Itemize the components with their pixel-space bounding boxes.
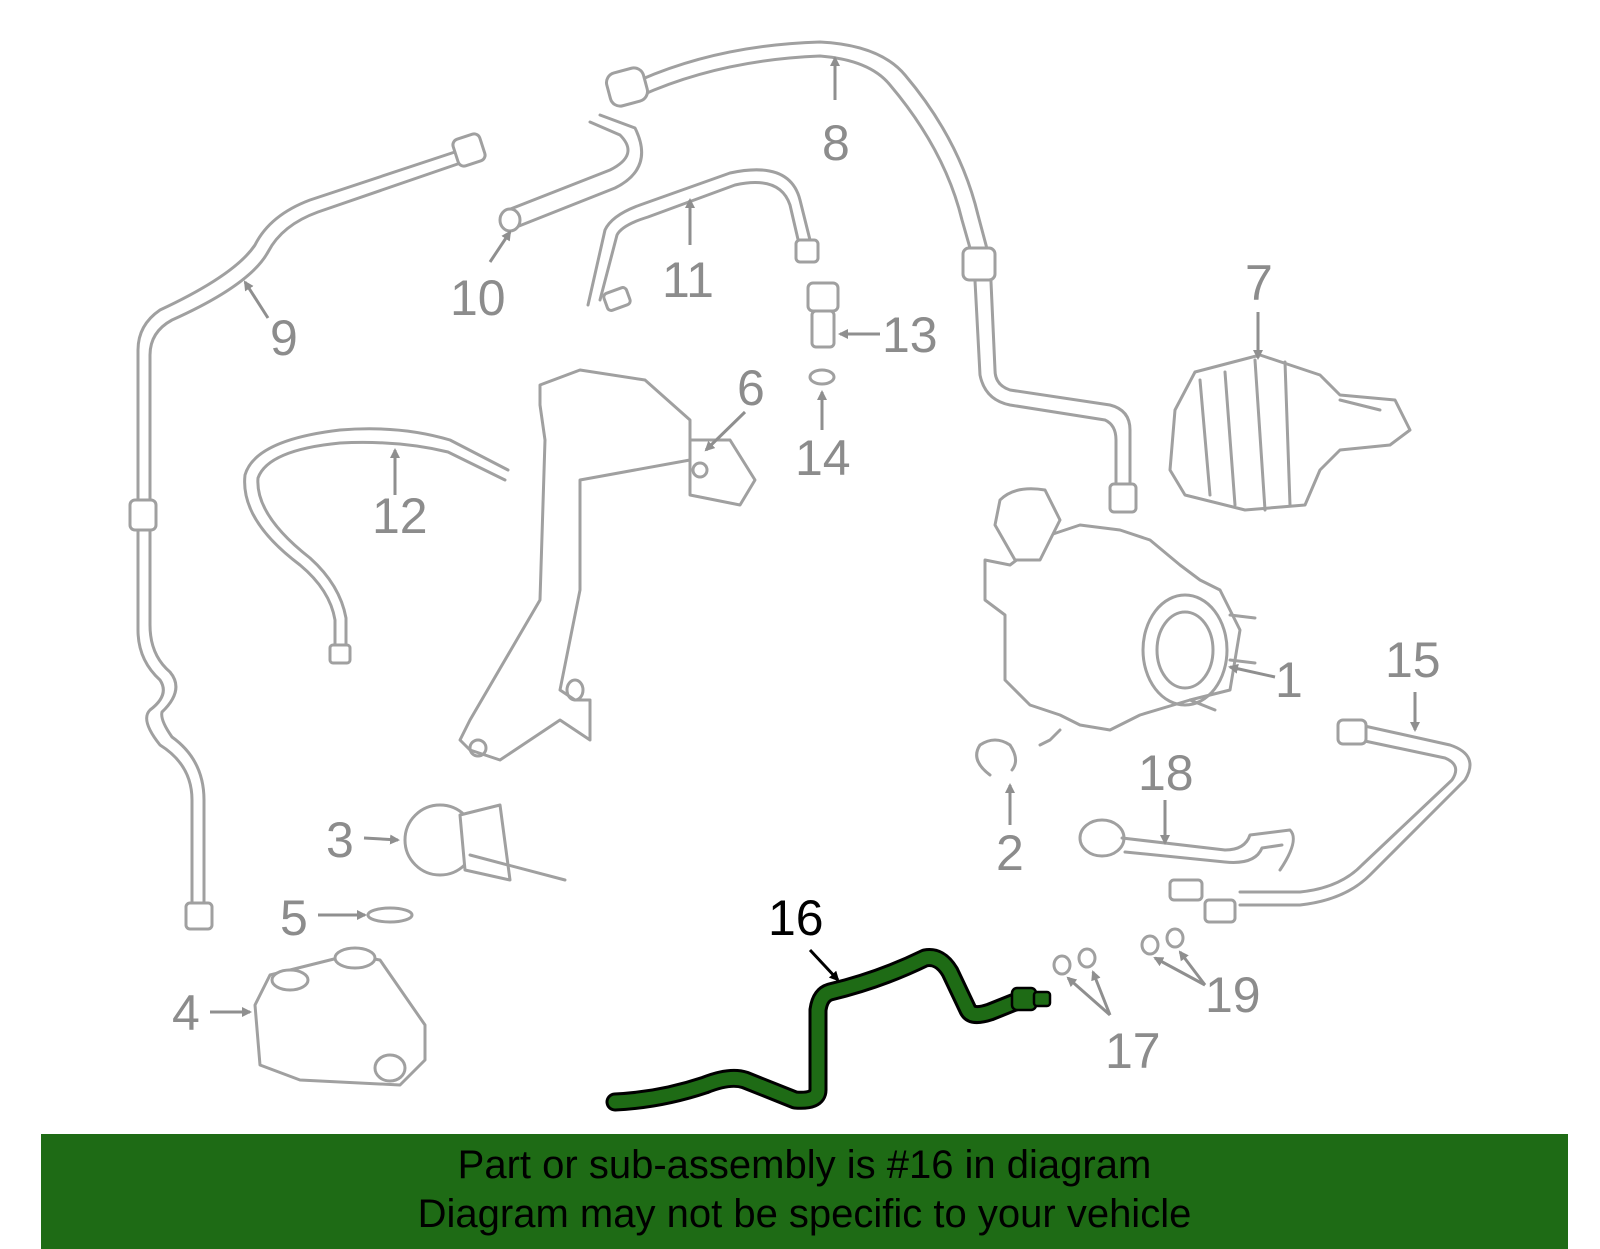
callout-16: 16: [768, 890, 824, 946]
callout-17: 17: [1105, 1023, 1161, 1079]
part-18-pipe[interactable]: [1078, 818, 1295, 924]
leader-lines: [210, 56, 1420, 1017]
part-12-line[interactable]: [243, 427, 510, 665]
part-16-hose-highlighted[interactable]: [605, 948, 1052, 1112]
callout-13: 13: [882, 307, 938, 363]
part-10-hose[interactable]: [498, 113, 644, 233]
part-15-pipe[interactable]: [1238, 718, 1472, 907]
callout-14: 14: [795, 430, 851, 486]
callout-9: 9: [270, 310, 298, 366]
callout-19: 19: [1205, 967, 1261, 1023]
part-14-oring[interactable]: [808, 368, 836, 386]
info-banner: Part or sub-assembly is #16 in diagram D…: [41, 1134, 1568, 1249]
part-3-actuator[interactable]: [403, 803, 567, 882]
part-17-orings[interactable]: [1052, 947, 1097, 976]
callout-2: 2: [996, 825, 1024, 881]
part-19-orings[interactable]: [1140, 927, 1185, 956]
part-4-reservoir[interactable]: [253, 946, 427, 1087]
banner-line-1: Part or sub-assembly is #16 in diagram: [457, 1143, 1152, 1187]
callout-11: 11: [662, 252, 714, 308]
callout-7: 7: [1245, 255, 1273, 311]
callout-1: 1: [1275, 652, 1303, 708]
callout-18: 18: [1138, 745, 1194, 801]
part-1-turbo[interactable]: [983, 487, 1257, 747]
callout-12: 12: [372, 488, 428, 544]
callout-10: 10: [450, 270, 506, 326]
callout-3: 3: [326, 812, 354, 868]
part-9-pipe[interactable]: [128, 132, 487, 931]
callout-4: 4: [172, 985, 200, 1041]
callout-5: 5: [280, 890, 308, 946]
callout-8: 8: [822, 115, 850, 171]
part-11-pipe[interactable]: [586, 168, 820, 312]
part-7-shield[interactable]: [1168, 353, 1412, 512]
callout-15: 15: [1385, 632, 1441, 688]
part-5-oring[interactable]: [366, 906, 414, 924]
part-8-pipe[interactable]: [604, 40, 1138, 514]
part-6-bracket[interactable]: [458, 368, 757, 762]
part-2-clamp[interactable]: [975, 738, 1017, 777]
banner-line-2: Diagram may not be specific to your vehi…: [417, 1192, 1192, 1236]
callout-6: 6: [737, 360, 765, 416]
part-13-fitting[interactable]: [806, 281, 840, 349]
